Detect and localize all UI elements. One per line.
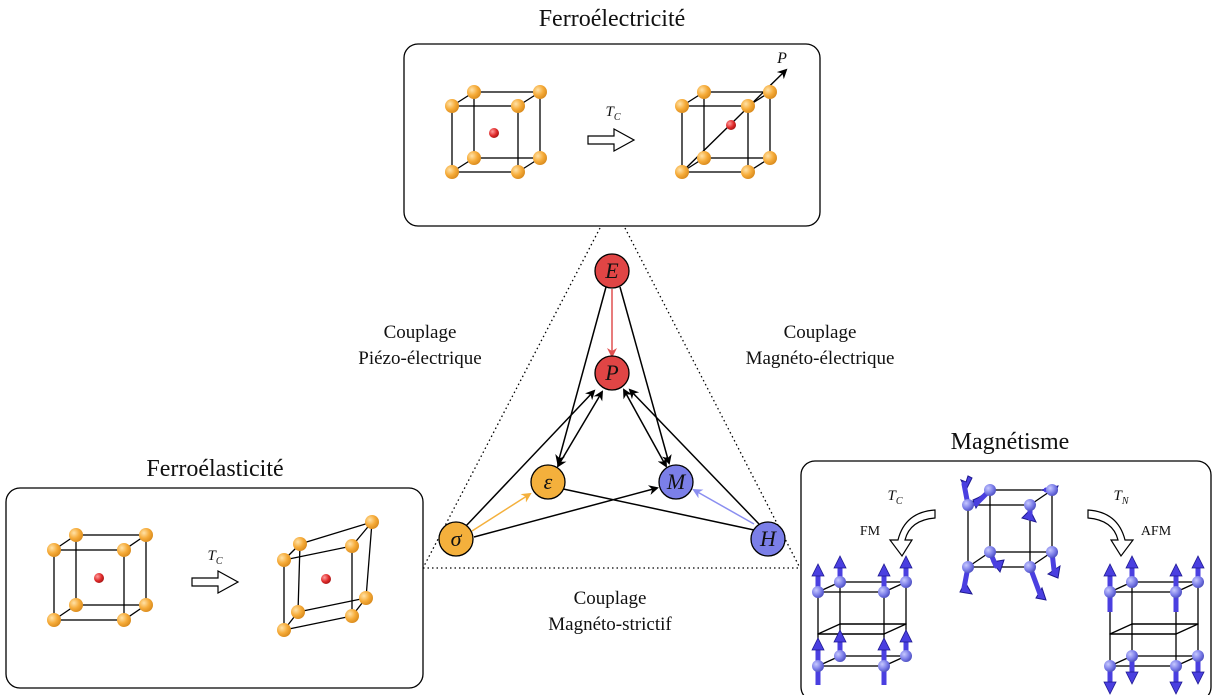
ferroelectric-panel: [403, 43, 821, 227]
ferroelastic-tc-label: TC: [200, 548, 230, 567]
ferroelastic-panel: [5, 487, 424, 689]
magnetoelectric-coupling-label: Couplage Magnéto-électrique: [720, 320, 920, 372]
magnetism-tn-label: TN: [1106, 488, 1136, 507]
piezo-coupling-line2: Piézo-électrique: [358, 348, 482, 369]
coupling-triangle: [422, 227, 801, 569]
magnetism-tc-label: TC: [880, 488, 910, 507]
magnetostrictive-coupling-line2: Magnéto-strictif: [548, 614, 672, 635]
tc-symbol: T: [207, 548, 216, 564]
ferroelastic-transition-arrow: [191, 569, 240, 595]
node-E: [594, 253, 630, 289]
node-H-label: H: [760, 526, 776, 551]
tc-subscript: C: [215, 556, 223, 567]
ferroelectric-polar-cell: [675, 68, 788, 179]
tc-symbol: T: [887, 488, 896, 504]
afm-transition-arrow: [1087, 509, 1135, 558]
fm-cells: [811, 555, 913, 685]
ferroelastic-sheared-cell: [277, 515, 379, 637]
ferroelectric-tc-label: TC: [598, 104, 628, 123]
node-epsilon: [530, 464, 566, 500]
polarization-label: P: [777, 50, 787, 67]
ferroelectric-transition-arrow: [587, 127, 636, 153]
magnetism-title: Magnétisme: [950, 429, 1070, 455]
magnetoelectric-coupling-line1: Couplage: [783, 322, 857, 343]
node-M: [658, 464, 694, 500]
node-M-label: M: [666, 469, 686, 494]
ferroelectric-cubic-cell: [445, 85, 547, 179]
node-epsilon-label: ε: [543, 469, 553, 494]
ferroelastic-title: Ferroélasticité: [146, 456, 284, 482]
magnetoelectric-coupling-line2: Magnéto-électrique: [745, 348, 895, 369]
tc-symbol: T: [605, 104, 614, 120]
tc-subscript: C: [613, 112, 621, 123]
piezo-coupling-label: Couplage Piézo-électrique: [330, 320, 510, 372]
tc-subscript: C: [895, 496, 903, 507]
node-E-label: E: [605, 258, 619, 283]
node-H: [750, 521, 786, 557]
magnetostrictive-coupling-line1: Couplage: [573, 588, 647, 609]
node-P-label: P: [605, 360, 619, 385]
magnetostrictive-coupling-label: Couplage Magnéto-strictif: [520, 586, 700, 638]
piezo-coupling-line1: Couplage: [383, 322, 457, 343]
node-sigma: [438, 521, 474, 557]
fm-transition-arrow: [888, 509, 936, 558]
tn-symbol: T: [1113, 488, 1122, 504]
fm-label: FM: [859, 524, 881, 539]
ferroelectric-title: Ferroélectricité: [538, 6, 686, 32]
node-P: [594, 355, 630, 391]
node-sigma-label: σ: [450, 526, 462, 551]
ferroelastic-cubic-cell: [47, 528, 153, 627]
afm-label: AFM: [1140, 524, 1172, 539]
coupling-edges: [464, 286, 760, 538]
paramagnetic-cell: [959, 475, 1061, 601]
afm-cells: [1103, 555, 1205, 695]
magnetism-panel: [800, 460, 1212, 695]
tn-subscript: N: [1121, 496, 1129, 507]
